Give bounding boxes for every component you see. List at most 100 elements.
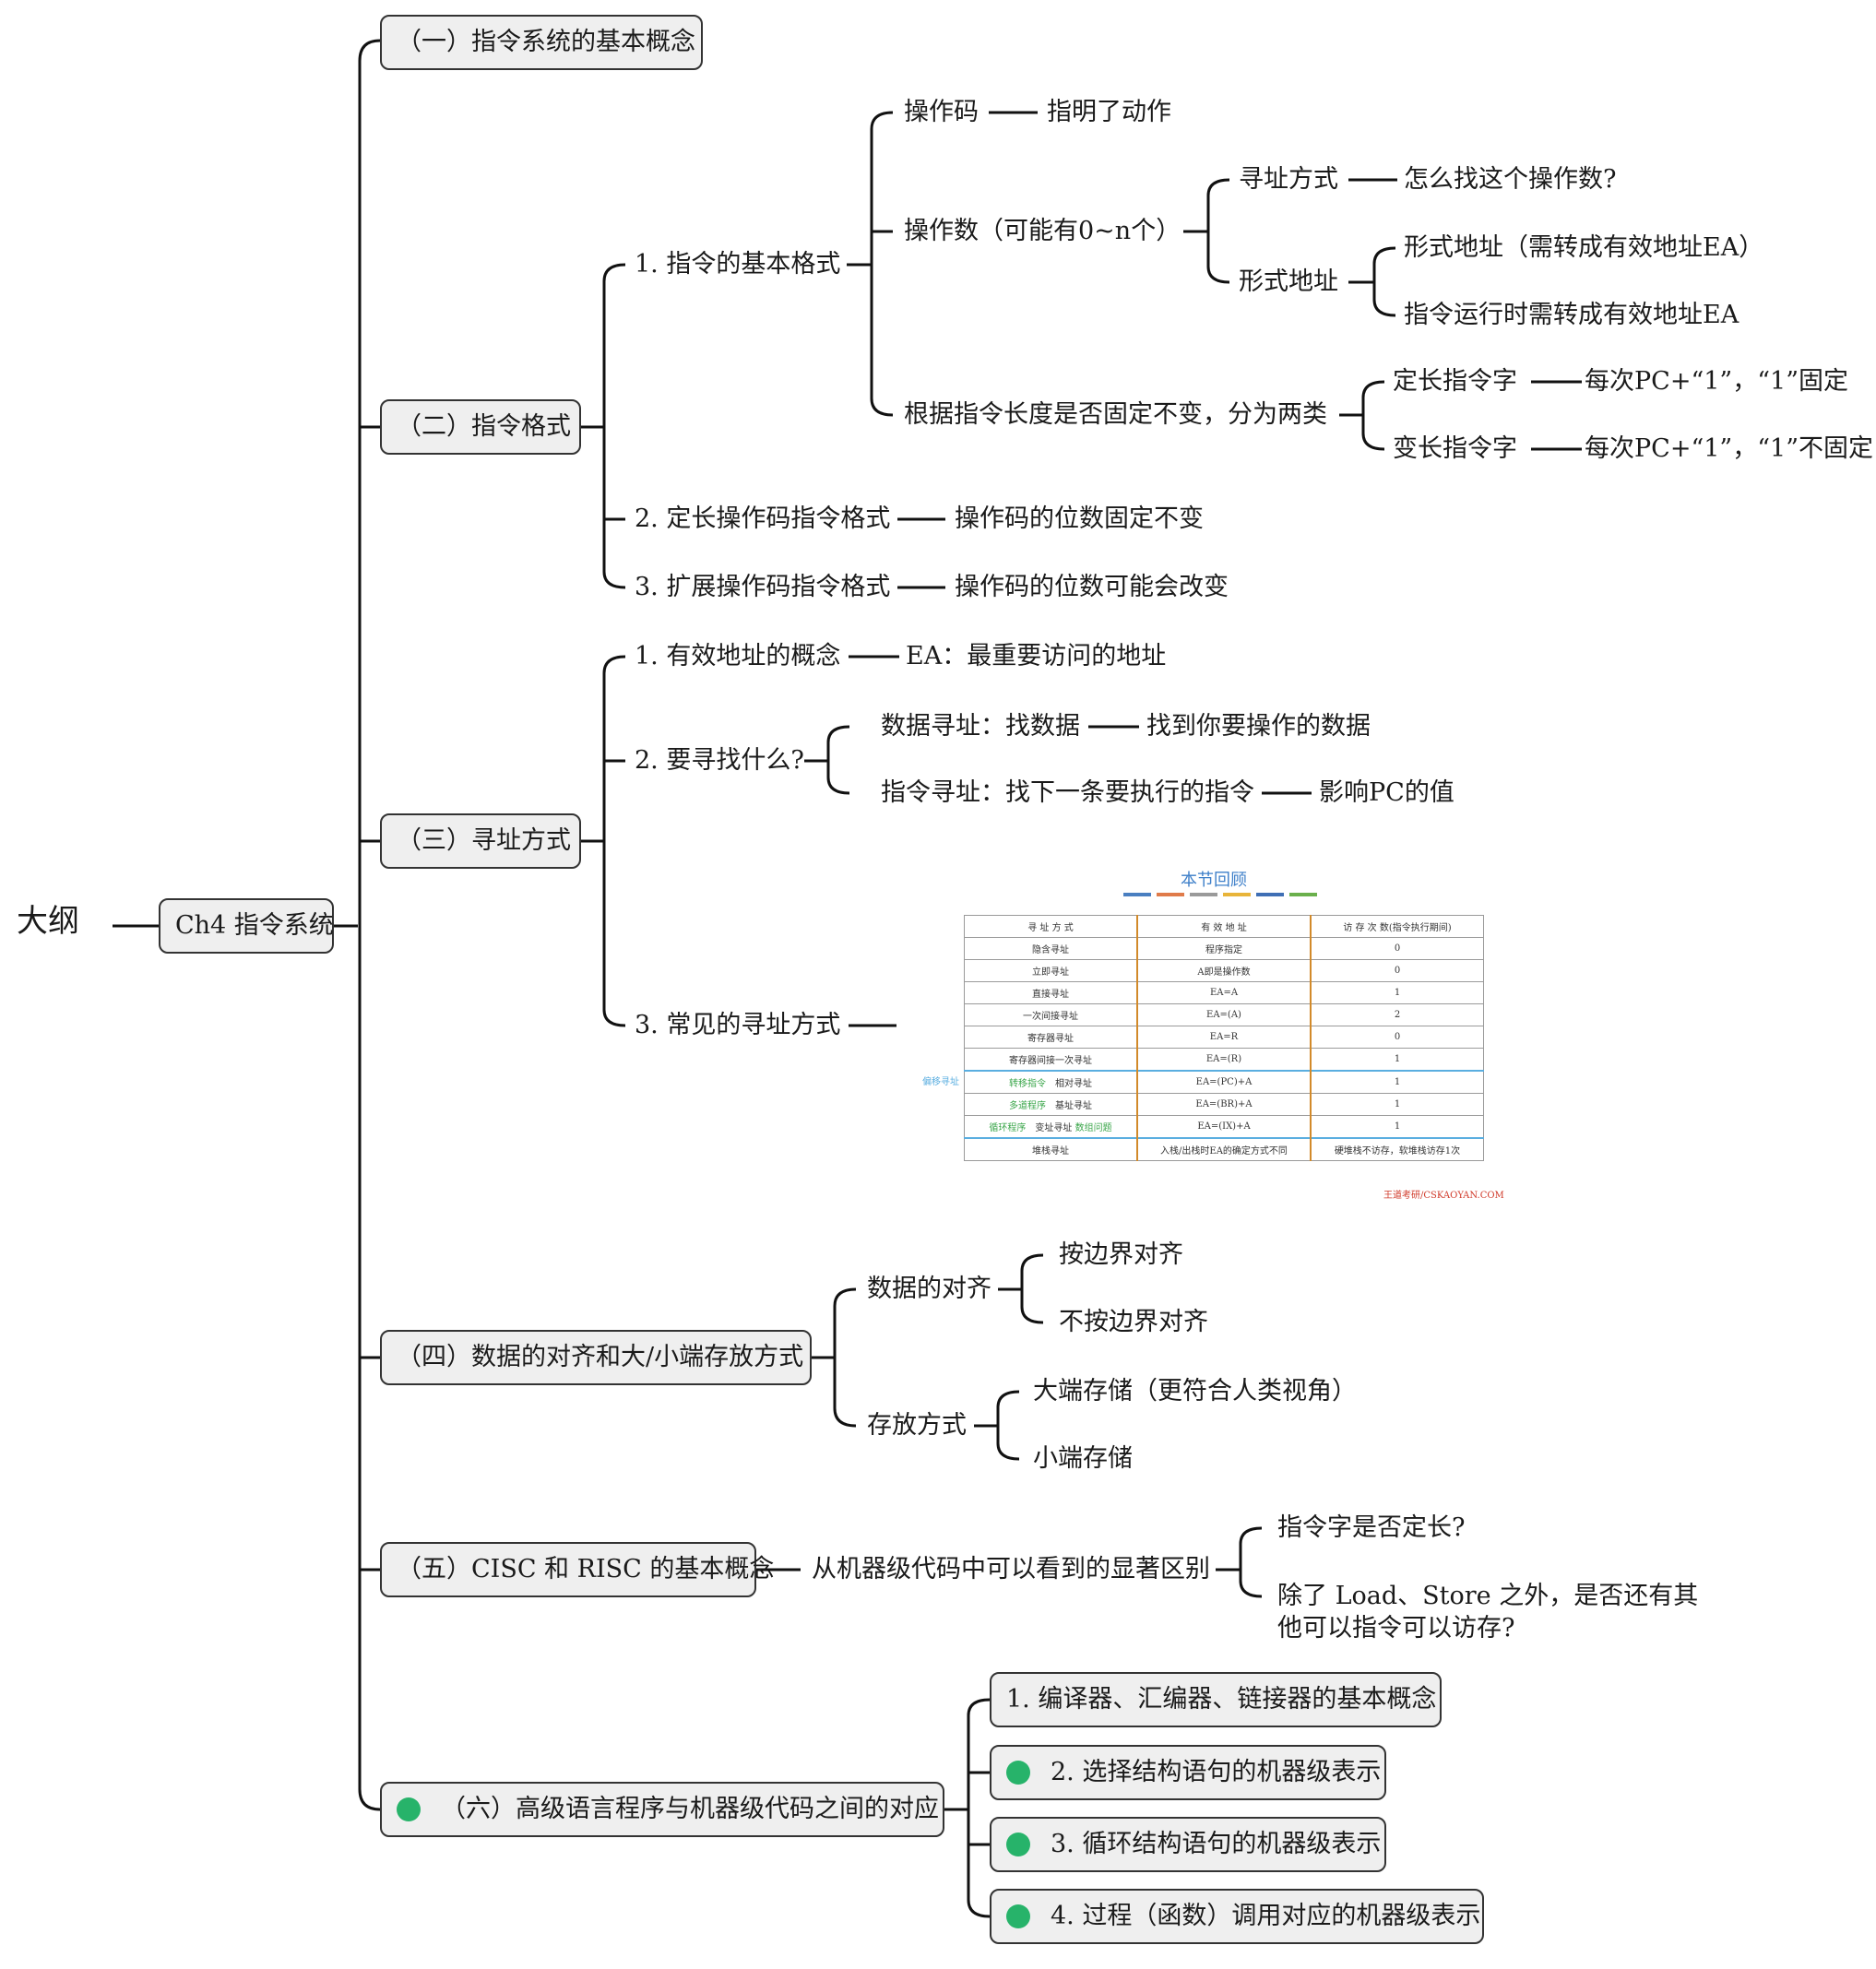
s3-what-to-find[interactable]: 2. 要寻找什么? bbox=[635, 746, 804, 775]
s6-child-3-label: 3. 循环结构语句的机器级表示 bbox=[1051, 1830, 1382, 1858]
review-table: 寻 址 方 式 有 效 地 址 访 存 次 数(指令执行期间) 隐含寻址程序指定… bbox=[964, 915, 1484, 1161]
section-6-node[interactable]: （六）高级语言程序与机器级代码之间的对应 bbox=[380, 1782, 944, 1837]
review-title: 本节回顾 bbox=[1181, 871, 1247, 890]
section-5-node[interactable]: （五）CISC 和 RISC 的基本概念 bbox=[380, 1542, 774, 1597]
color-bar bbox=[1190, 893, 1217, 896]
s2-opcode-desc[interactable]: 指明了动作 bbox=[1047, 98, 1171, 126]
table-cell: EA=(BR)+A bbox=[1136, 1093, 1312, 1116]
table-header: 寻 址 方 式 bbox=[964, 915, 1138, 938]
table-cell: 立即寻址 bbox=[964, 959, 1138, 982]
s6-child-1[interactable]: 1. 编译器、汇编器、链接器的基本概念 bbox=[990, 1672, 1442, 1727]
s5-question-1[interactable]: 指令字是否定长? bbox=[1277, 1513, 1466, 1542]
s2-ext-opcode[interactable]: 3. 扩展操作码指令格式 bbox=[635, 573, 891, 601]
s2-addr-mode-desc[interactable]: 怎么找这个操作数? bbox=[1404, 165, 1617, 194]
review-table-image: 本节回顾 偏移寻址 寻 址 方 式 有 效 地 址 访 存 次 数(指令执行期间… bbox=[922, 867, 1531, 1204]
s3-ea-concept-desc[interactable]: EA：最重要访问的地址 bbox=[906, 642, 1167, 670]
root-label[interactable]: 大纲 bbox=[17, 903, 79, 940]
s2-basic-format[interactable]: 1. 指令的基本格式 bbox=[635, 250, 841, 279]
s6-child-3[interactable]: 3. 循环结构语句的机器级表示 bbox=[990, 1817, 1386, 1872]
s3-instr-addressing-desc[interactable]: 影响PC的值 bbox=[1319, 778, 1454, 807]
s2-formal-addr[interactable]: 形式地址 bbox=[1239, 267, 1338, 296]
s2-formal-addr-1[interactable]: 形式地址（需转成有效地址EA） bbox=[1404, 233, 1764, 262]
s4-aligned[interactable]: 按边界对齐 bbox=[1059, 1240, 1183, 1269]
table-cell: EA=(IX)+A bbox=[1136, 1115, 1312, 1139]
table-cell: 0 bbox=[1310, 959, 1484, 982]
table-cell: 1 bbox=[1310, 1093, 1484, 1116]
s3-common-modes[interactable]: 3. 常见的寻址方式 bbox=[635, 1011, 841, 1039]
s5-question-2-line2[interactable]: 他可以指令可以访存? bbox=[1277, 1614, 1515, 1643]
table-cell: 转移指令 相对寻址 bbox=[964, 1070, 1138, 1094]
section-1-node[interactable]: （一）指令系统的基本概念 bbox=[380, 15, 703, 70]
s5-question-2-line1[interactable]: 除了 Load、Store 之外，是否还有其 bbox=[1277, 1582, 1699, 1610]
table-cell: 程序指定 bbox=[1136, 937, 1312, 960]
table-cell: 硬堆栈不访存，软堆栈访存1次 bbox=[1310, 1137, 1484, 1161]
table-cell: EA=(R) bbox=[1136, 1048, 1312, 1072]
s4-alignment[interactable]: 数据的对齐 bbox=[867, 1275, 991, 1303]
table-cell: 堆栈寻址 bbox=[964, 1137, 1138, 1161]
s2-ext-opcode-desc[interactable]: 操作码的位数可能会改变 bbox=[955, 573, 1229, 601]
s4-unaligned[interactable]: 不按边界对齐 bbox=[1059, 1308, 1208, 1336]
s3-data-addressing-desc[interactable]: 找到你要操作的数据 bbox=[1146, 712, 1371, 741]
review-color-bars bbox=[1123, 893, 1317, 896]
s2-fixed-length[interactable]: 定长指令字 bbox=[1393, 367, 1517, 396]
section-2-node[interactable]: （二）指令格式 bbox=[380, 399, 581, 455]
s2-fixed-opcode-desc[interactable]: 操作码的位数固定不变 bbox=[955, 504, 1204, 533]
table-cell: 直接寻址 bbox=[964, 981, 1138, 1004]
s6-child-2-label: 2. 选择结构语句的机器级表示 bbox=[1051, 1758, 1382, 1786]
table-cell: 0 bbox=[1310, 937, 1484, 960]
s2-operand[interactable]: 操作数（可能有0~n个） bbox=[904, 217, 1181, 245]
table-cell: 1 bbox=[1310, 1115, 1484, 1139]
s2-by-length[interactable]: 根据指令长度是否固定不变，分为两类 bbox=[904, 400, 1327, 429]
table-cell: 1 bbox=[1310, 1048, 1484, 1072]
table-cell: EA=A bbox=[1136, 981, 1312, 1004]
table-cell: 循环程序 变址寻址 数组问题 bbox=[964, 1115, 1138, 1139]
table-cell: A即是操作数 bbox=[1136, 959, 1312, 982]
s6-child-4-label: 4. 过程（函数）调用对应的机器级表示 bbox=[1051, 1902, 1481, 1930]
color-bar bbox=[1123, 893, 1151, 896]
table-cell: 多道程序 基址寻址 bbox=[964, 1093, 1138, 1116]
s2-fixed-length-desc[interactable]: 每次PC+“1”，“1”固定 bbox=[1585, 367, 1849, 396]
green-dot-icon bbox=[1006, 1904, 1030, 1928]
table-cell: EA=R bbox=[1136, 1026, 1312, 1049]
s4-storage[interactable]: 存放方式 bbox=[867, 1411, 967, 1440]
green-dot-icon bbox=[1006, 1761, 1030, 1785]
table-cell: 入栈/出栈时EA的确定方式不同 bbox=[1136, 1137, 1312, 1161]
s3-ea-concept[interactable]: 1. 有效地址的概念 bbox=[635, 642, 841, 670]
section-6-label: （六）高级语言程序与机器级代码之间的对应 bbox=[441, 1795, 939, 1823]
table-cell: 寄存器寻址 bbox=[964, 1026, 1138, 1049]
s4-big-endian[interactable]: 大端存储（更符合人类视角） bbox=[1033, 1377, 1357, 1406]
s3-data-addressing[interactable]: 数据寻址：找数据 bbox=[881, 712, 1080, 741]
s2-opcode[interactable]: 操作码 bbox=[904, 98, 979, 126]
color-bar bbox=[1157, 893, 1184, 896]
table-cell: 2 bbox=[1310, 1003, 1484, 1026]
s6-child-2[interactable]: 2. 选择结构语句的机器级表示 bbox=[990, 1745, 1386, 1800]
s2-fixed-opcode[interactable]: 2. 定长操作码指令格式 bbox=[635, 504, 891, 533]
s3-instr-addressing[interactable]: 指令寻址：找下一条要执行的指令 bbox=[881, 778, 1254, 807]
s2-formal-addr-2[interactable]: 指令运行时需转成有效地址EA bbox=[1404, 301, 1739, 329]
s5-difference[interactable]: 从机器级代码中可以看到的显著区别 bbox=[812, 1555, 1210, 1584]
color-bar bbox=[1223, 893, 1251, 896]
s2-var-length-desc[interactable]: 每次PC+“1”，“1”不固定 bbox=[1585, 434, 1874, 463]
green-dot-icon bbox=[397, 1797, 421, 1821]
s4-little-endian[interactable]: 小端存储 bbox=[1033, 1444, 1133, 1473]
s2-var-length[interactable]: 变长指令字 bbox=[1393, 434, 1517, 463]
color-bar bbox=[1289, 893, 1317, 896]
offset-addressing-label: 偏移寻址 bbox=[922, 1077, 959, 1087]
table-cell: 0 bbox=[1310, 1026, 1484, 1049]
section-4-node[interactable]: （四）数据的对齐和大/小端存放方式 bbox=[380, 1330, 812, 1385]
table-cell: 隐含寻址 bbox=[964, 937, 1138, 960]
section-3-node[interactable]: （三）寻址方式 bbox=[380, 813, 581, 869]
s6-child-4[interactable]: 4. 过程（函数）调用对应的机器级表示 bbox=[990, 1889, 1484, 1944]
table-cell: 1 bbox=[1310, 1070, 1484, 1094]
s2-addr-mode[interactable]: 寻址方式 bbox=[1239, 165, 1338, 194]
chapter-node[interactable]: Ch4 指令系统 bbox=[159, 898, 334, 954]
